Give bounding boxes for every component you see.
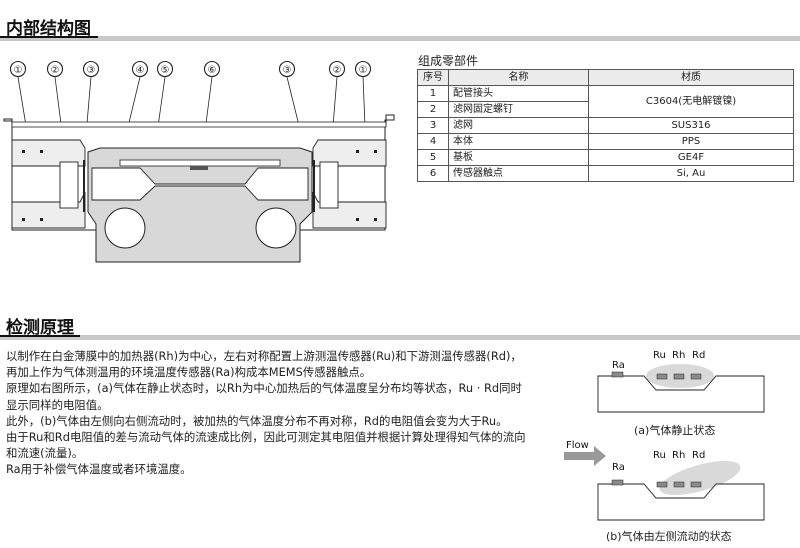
callout-label: ④ <box>136 65 145 76</box>
flow-label: Flow <box>566 440 589 451</box>
sensor-ra-b <box>611 479 624 486</box>
row-no: 5 <box>417 149 449 166</box>
sensor-ru-b <box>656 481 668 488</box>
row-name: 基板 <box>448 149 589 166</box>
callout-circle <box>354 60 372 78</box>
callout-circle <box>46 60 64 78</box>
principle-paragraph: 由于Ru和Rd电阻值的差与流动气体的流速成比例，因此可测定其电阻值并根据计算处理… <box>6 430 526 461</box>
table-row: 1 配管接头 C3604(无电解镀镍) <box>417 85 794 118</box>
substrate-b <box>597 483 765 521</box>
callout-label: ⑤ <box>161 65 170 76</box>
callout-label: ③ <box>283 65 292 76</box>
parts-table-title: 组成零部件 <box>418 54 479 68</box>
callout-label: ③ <box>87 65 96 76</box>
principle-text: 以制作在白金薄膜中的加热器(Rh)为中心，左右对称配置上游测温传感器(Ru)和下… <box>6 348 526 478</box>
left-screw <box>59 161 79 209</box>
callout-label: ② <box>51 65 60 76</box>
sensor-rh-a <box>673 373 685 380</box>
row-no: 1 <box>417 85 449 102</box>
row-name: 配管接头 <box>448 85 589 102</box>
label-rd: Rd <box>692 350 705 361</box>
sensor-rd-b <box>690 481 702 488</box>
label-ra: Ra <box>612 360 625 371</box>
caption-flow: (b)气体由左侧流动的状态 <box>606 530 732 543</box>
principle-paragraph: Ra用于补偿气体温度或者环境温度。 <box>6 462 192 477</box>
sensor-ru-a <box>656 373 668 380</box>
callout-circle <box>156 60 174 78</box>
row-name: 本体 <box>448 133 589 150</box>
section-title-underline <box>0 335 80 337</box>
row-material: PPS <box>588 133 794 150</box>
row-material: Si, Au <box>588 165 794 182</box>
callout-circle <box>9 60 27 78</box>
caption-static: (a)气体静止状态 <box>634 424 716 437</box>
sensor-chip <box>190 166 208 170</box>
label-ru: Ru <box>653 350 666 361</box>
col-header-material: 材质 <box>588 69 794 86</box>
row-no: 6 <box>417 165 449 182</box>
callout-label: ① <box>359 65 368 76</box>
principle-section-title: 检测原理 <box>6 318 74 338</box>
row-no: 4 <box>417 133 449 150</box>
callout-circle <box>328 60 346 78</box>
body-bore-left <box>104 207 146 249</box>
sensor-ra-a <box>611 371 624 378</box>
row-no: 3 <box>417 117 449 134</box>
table-row: 4 本体 PPS <box>417 133 794 150</box>
substrate-a <box>597 375 765 413</box>
label-ra: Ra <box>612 462 625 473</box>
table-row: 6 传感器触点 Si, Au <box>417 165 794 182</box>
upper-plate <box>11 121 387 128</box>
principle-diagram: Ra Ru Rh Rd Ra Ru Rh Rd Flow <box>564 350 765 521</box>
principle-paragraph: 原理如右图所示，(a)气体在静止状态时，以Rh为中心加热后的气体温度呈分布均等状… <box>6 381 522 412</box>
callout-label: ① <box>14 65 23 76</box>
sensor-rd-a <box>690 373 702 380</box>
row-name: 传感器触点 <box>448 165 589 182</box>
flow-channel <box>91 167 309 201</box>
row-name: 滤网固定螺钉 <box>448 101 589 118</box>
callout-label: ⑥ <box>208 65 217 76</box>
row-material: C3604(无电解镀镍) <box>588 85 794 118</box>
principle-paragraph: 此外，(b)气体由左侧向右侧流动时，被加热的气体温度分布不再对称，Rd的电阻值会… <box>6 413 508 428</box>
body-bore-right <box>255 207 297 249</box>
callout-circle <box>82 60 100 78</box>
col-header-name: 名称 <box>448 69 589 86</box>
callout-circle <box>131 60 149 78</box>
label-rh: Rh <box>672 450 685 461</box>
row-material: GE4F <box>588 149 794 166</box>
structure-section-title: 内部结构图 <box>6 19 91 39</box>
callout-circle <box>203 60 221 78</box>
table-row: 3 滤网 SUS316 <box>417 117 794 134</box>
table-row: 5 基板 GE4F <box>417 149 794 166</box>
board <box>119 159 281 167</box>
table-header-row: 序号 名称 材质 <box>417 69 794 86</box>
callout-label: ② <box>333 65 342 76</box>
col-header-no: 序号 <box>417 69 449 86</box>
section-divider <box>0 36 800 41</box>
label-rd: Rd <box>692 450 705 461</box>
row-no: 2 <box>417 101 449 118</box>
row-name: 滤网 <box>448 117 589 134</box>
principle-paragraph: 以制作在白金薄膜中的加热器(Rh)为中心，左右对称配置上游测温传感器(Ru)和下… <box>6 349 522 380</box>
section-title-underline <box>0 36 98 38</box>
label-rh: Rh <box>672 350 685 361</box>
table-row: 2 滤网固定螺钉 <box>417 101 794 118</box>
parts-table: 序号 名称 材质 1 配管接头 C3604(无电解镀镍) 2 滤网固定螺钉 3 … <box>417 69 794 182</box>
sensor-rh-b <box>673 481 685 488</box>
section-divider <box>0 335 800 340</box>
row-material: SUS316 <box>588 117 794 134</box>
flow-arrow-icon <box>564 446 606 466</box>
callout-circle <box>278 60 296 78</box>
internal-structure-diagram: ① ② ③ ④ ⑤ ⑥ ③ ② ① <box>3 60 395 263</box>
label-ru: Ru <box>653 450 666 461</box>
right-screw <box>319 161 339 209</box>
